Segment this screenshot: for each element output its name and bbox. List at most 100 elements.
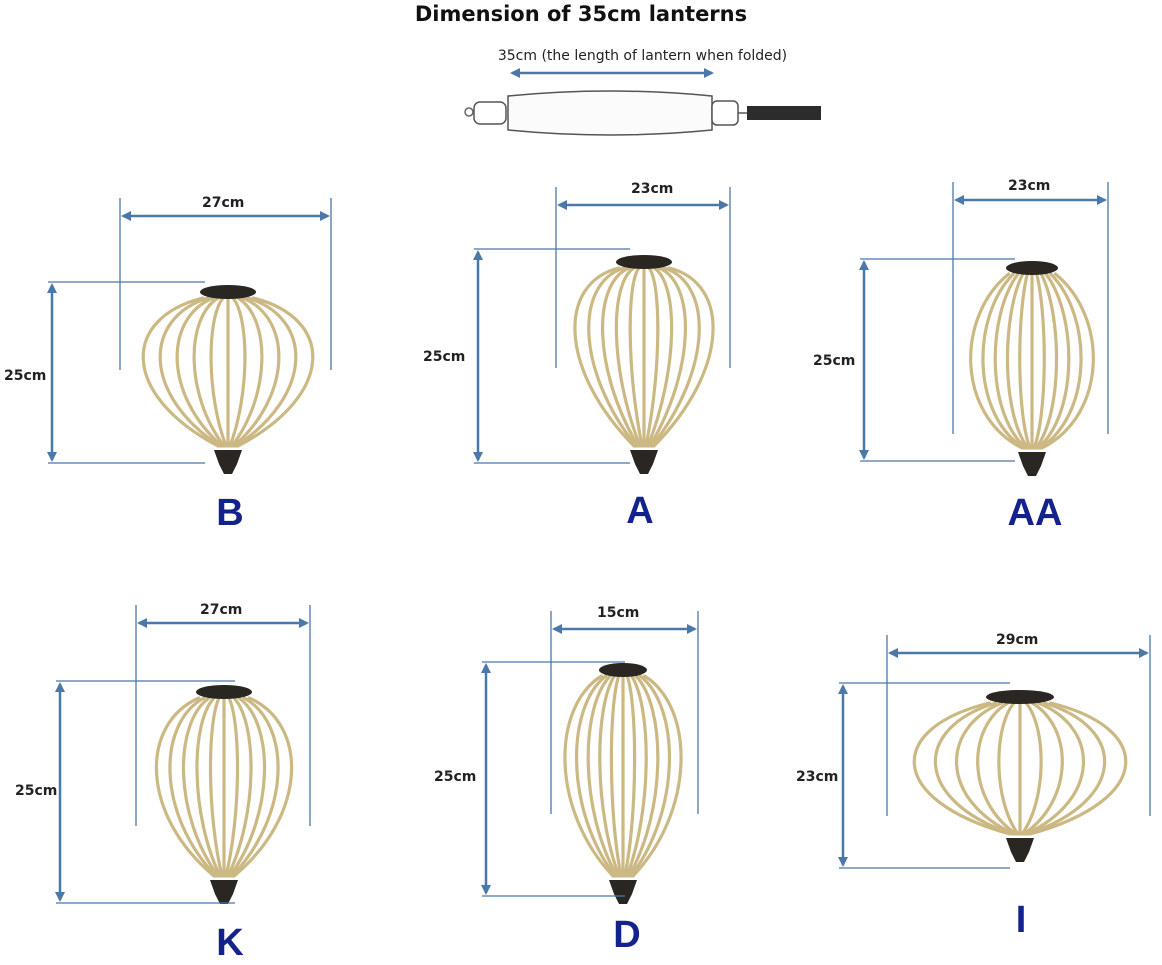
lantern-rib	[236, 296, 315, 448]
lantern-i-dimensions	[838, 635, 1151, 869]
lantern-k-letter: K	[216, 922, 244, 964]
lantern-rib	[208, 696, 224, 878]
lantern-rib	[652, 266, 715, 448]
lantern-rib	[232, 696, 293, 878]
lantern-b-height-label: 25cm	[4, 368, 47, 384]
lantern-rib	[586, 674, 619, 878]
lantern-shapes	[141, 255, 1128, 904]
lantern-rib	[563, 674, 615, 878]
lantern-rib	[230, 296, 264, 448]
lantern-rib	[1026, 701, 1107, 836]
lantern-rib	[587, 266, 638, 448]
lantern-bottom-finial	[214, 450, 242, 474]
lantern-rib	[224, 696, 240, 878]
lantern-rib	[981, 272, 1026, 450]
lantern-top-cap	[1006, 261, 1058, 275]
lantern-bottom-finial	[210, 880, 238, 904]
lantern-i-width-label: 29cm	[996, 632, 1039, 648]
folded-tassel	[747, 106, 821, 120]
lantern-d-shape	[563, 663, 683, 904]
lantern-rib	[230, 696, 280, 878]
folded-hook	[464, 107, 474, 117]
lantern-rib	[644, 266, 660, 448]
lantern-rib	[997, 701, 1020, 836]
lantern-b-dimensions	[47, 198, 332, 464]
lantern-k-dimensions	[55, 605, 311, 904]
lantern-rib	[158, 296, 222, 448]
lantern-rib	[648, 266, 688, 448]
lantern-aa-width-label: 23cm	[1008, 178, 1051, 194]
lantern-rib	[192, 296, 226, 448]
lantern-rib	[1022, 701, 1064, 836]
lantern-top-cap	[196, 685, 252, 699]
lantern-aa-dimensions	[859, 182, 1109, 462]
lantern-rib	[195, 696, 222, 878]
lantern-rib	[969, 272, 1024, 450]
lantern-rib	[912, 701, 1012, 836]
lantern-rib	[175, 296, 224, 448]
lantern-rib	[629, 674, 671, 878]
lantern-rib	[575, 674, 617, 878]
lantern-rib	[1034, 272, 1059, 450]
lantern-d-width-label: 15cm	[597, 605, 640, 621]
lantern-rib	[1020, 701, 1043, 836]
lantern-rib	[228, 696, 267, 878]
lantern-rib	[627, 674, 660, 878]
lantern-rib	[625, 674, 648, 878]
lantern-rib	[234, 296, 298, 448]
lantern-rib	[232, 296, 281, 448]
lantern-rib	[598, 674, 621, 878]
lantern-rib	[954, 701, 1016, 836]
lantern-i-shape	[912, 690, 1128, 862]
folded-bottom-cap	[711, 100, 739, 126]
folded-body	[507, 90, 713, 136]
lantern-rib	[1040, 272, 1095, 450]
lantern-rib	[646, 266, 674, 448]
lantern-rib	[609, 674, 623, 878]
lantern-i-height-label: 23cm	[796, 769, 839, 785]
lantern-rib	[141, 296, 220, 448]
lantern-aa-letter: AA	[1007, 492, 1063, 534]
lantern-rib	[933, 701, 1014, 836]
lantern-b-shape	[141, 285, 315, 474]
lantern-k-width-label: 27cm	[200, 602, 243, 618]
lantern-top-cap	[616, 255, 672, 269]
lantern-a-width-label: 23cm	[631, 181, 674, 197]
lantern-d-dimensions	[481, 611, 699, 897]
lantern-aa-height-label: 25cm	[813, 353, 856, 369]
lantern-rib	[209, 296, 228, 448]
lantern-b-letter: B	[216, 492, 244, 534]
lantern-k-height-label: 25cm	[15, 783, 58, 799]
lantern-bottom-finial	[609, 880, 637, 904]
lantern-rib	[181, 696, 220, 878]
lantern-top-cap	[599, 663, 647, 677]
lantern-rib	[600, 266, 640, 448]
lantern-top-cap	[986, 690, 1054, 704]
lantern-rib	[1028, 701, 1128, 836]
lantern-aa-shape	[969, 261, 1095, 476]
lantern-b-width-label: 27cm	[202, 195, 245, 211]
lantern-rib	[1018, 272, 1032, 450]
lantern-rib	[1036, 272, 1071, 450]
lantern-a-letter: A	[626, 490, 654, 532]
lantern-a-shape	[573, 255, 715, 474]
lantern-rib	[623, 674, 637, 878]
lantern-d-letter: D	[613, 914, 641, 956]
lantern-rib	[1032, 272, 1046, 450]
lantern-bottom-finial	[630, 450, 658, 474]
lantern-bottom-finial	[1006, 838, 1034, 862]
lantern-k-shape	[155, 685, 293, 904]
folded-lantern	[464, 68, 821, 136]
folded-length-label: 35cm (the length of lantern when folded)	[497, 48, 788, 64]
lantern-rib	[228, 296, 247, 448]
lantern-a-dimensions	[473, 187, 731, 464]
diagram-title: Dimension of 35cm lanterns	[414, 2, 748, 26]
lantern-rib	[628, 266, 644, 448]
lantern-rib	[573, 266, 636, 448]
lantern-rib	[614, 266, 642, 448]
lantern-rib	[631, 674, 683, 878]
lantern-d-height-label: 25cm	[434, 769, 477, 785]
lantern-i-letter: I	[1015, 899, 1027, 941]
lantern-bottom-finial	[1018, 452, 1046, 476]
